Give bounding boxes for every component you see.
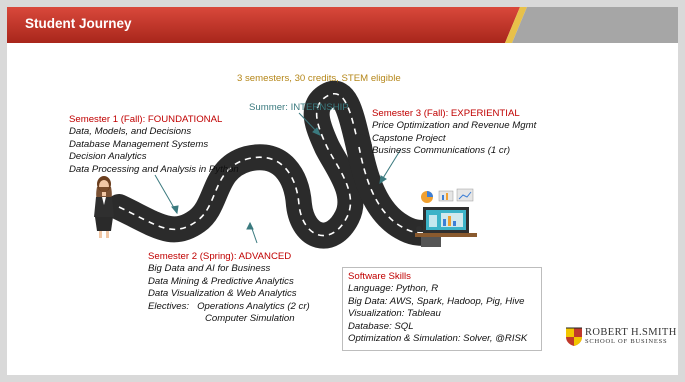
elective-item: Operations Analytics (2 cr) — [197, 300, 310, 312]
semester-1-block: Semester 1 (Fall): FOUNDATIONAL Data, Mo… — [69, 114, 239, 176]
semester-1-course: Data Processing and Analysis in Python — [69, 163, 239, 175]
workstation-illustration — [415, 188, 477, 247]
software-skill-item: Big Data: AWS, Spark, Hadoop, Pig, Hive — [348, 295, 525, 307]
semester-2-course: Big Data and AI for Business — [148, 263, 271, 275]
semester-3-block: Semester 3 (Fall): EXPERIENTIAL Price Op… — [372, 108, 536, 158]
software-skills-box: Software Skills Language: Python, R Big … — [342, 267, 542, 351]
semester-3-heading: Semester 3 (Fall): EXPERIENTIAL — [372, 108, 520, 119]
school-logo: ROBERT H.SMITH SCHOOL OF BUSINESS — [585, 327, 677, 345]
semester-1-course: Data, Models, and Decisions — [69, 126, 192, 138]
student-figure — [94, 176, 114, 238]
electives-label: Electives: — [148, 300, 190, 312]
winding-road — [106, 81, 440, 249]
semester-3-course: Business Communications (1 cr) — [372, 145, 511, 157]
summer-internship-label: Summer: INTERNSHIP — [249, 102, 349, 113]
semester-2-course: Data Mining & Predictive Analytics — [148, 275, 294, 287]
semester-2-electives: Electives: Operations Analytics (2 cr) — [148, 301, 310, 313]
software-skills-heading: Software Skills — [348, 271, 411, 282]
header-bar — [7, 7, 678, 43]
semester-1-heading: Semester 1 (Fall): FOUNDATIONAL — [69, 114, 223, 125]
semester-3-course: Capstone Project — [372, 132, 446, 144]
school-logo-name: ROBERT H.SMITH — [585, 327, 677, 338]
software-skill-item: Optimization & Simulation: Solver, @RISK — [348, 333, 528, 345]
semester-1-course: Database Management Systems — [69, 138, 209, 150]
slide-title: Student Journey — [25, 16, 132, 31]
school-logo-subtitle: SCHOOL OF BUSINESS — [585, 338, 668, 345]
semester-2-heading: Semester 2 (Spring): ADVANCED — [148, 251, 292, 262]
software-skill-item: Visualization: Tableau — [348, 308, 441, 320]
software-skill-item: Database: SQL — [348, 320, 414, 332]
semester-3-course: Price Optimization and Revenue Mgmt — [372, 120, 537, 132]
software-skill-item: Language: Python, R — [348, 283, 439, 295]
semester-2-block: Semester 2 (Spring): ADVANCED Big Data a… — [148, 251, 310, 325]
school-shield-icon — [566, 327, 582, 346]
semester-1-course: Decision Analytics — [69, 151, 147, 163]
elective-item: Computer Simulation — [205, 313, 295, 325]
semester-2-course: Data Visualization & Web Analytics — [148, 288, 297, 300]
slide: Student Journey — [7, 7, 678, 375]
program-tagline: 3 semesters, 30 credits, STEM eligible — [237, 73, 401, 84]
